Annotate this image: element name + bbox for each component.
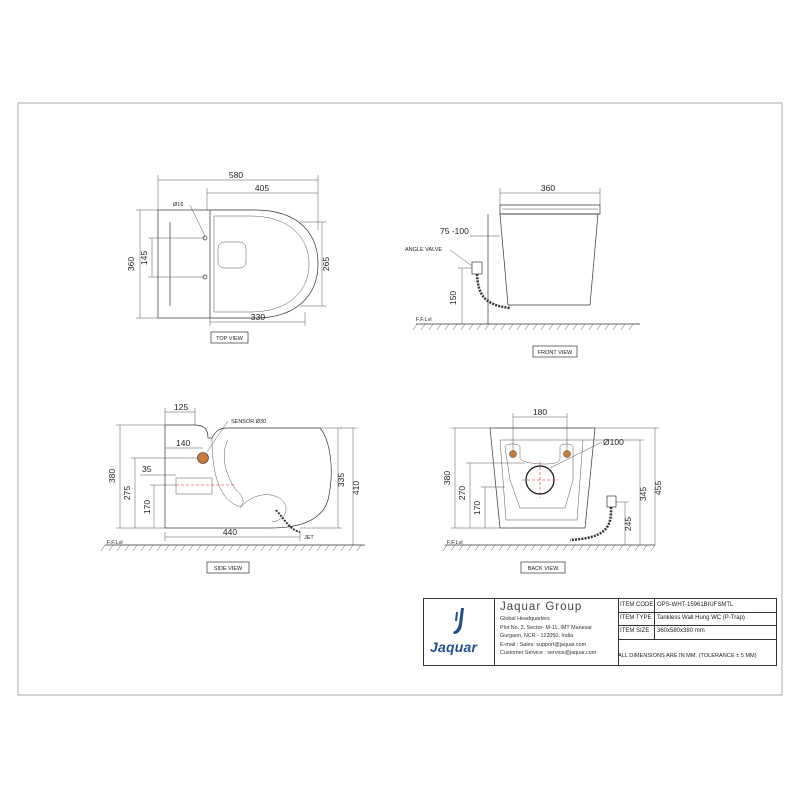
top-view-seat <box>213 215 310 313</box>
dim-front-inlet-offset: 75 -100 <box>440 226 469 236</box>
item-code-row: ITEM CODE OPS-WHT-15961BIUFSMTL <box>618 599 776 613</box>
dim-back-outlet-dia: Ø100 <box>603 437 624 447</box>
item-type-key: ITEM TYPE <box>620 615 652 621</box>
top-view-bowl-outline <box>210 209 319 319</box>
angle-valve <box>471 261 483 275</box>
dim-top-bottom-length: 330 <box>251 312 265 322</box>
item-code-value: OPS-WHT-15961BIUFSMTL <box>657 602 734 608</box>
dim-top-fixing-spacing: 145 <box>139 251 149 265</box>
dim-front-width: 360 <box>541 183 555 193</box>
dim-back-bolt-spacing: 180 <box>533 407 547 417</box>
logo: Jaquar <box>424 599 495 665</box>
sensor-label: SENSOR Ø30 <box>231 419 266 425</box>
address-line: Global Headquarters <box>500 616 550 622</box>
back-view-body <box>489 427 596 529</box>
back-view-caption: BACK VIEW <box>528 566 559 572</box>
side-view: 125 140 SENSOR Ø30 380 275 35 170 335 41… <box>100 402 365 574</box>
address-line: Customer Service : service@jaquar.com <box>500 650 597 656</box>
jaquar-logo-icon <box>453 608 464 634</box>
bolt-hole-icon <box>509 450 517 458</box>
back-view: 180 Ø100 380 270 170 245 345 455 F.F.Lvl… <box>442 407 663 574</box>
dim-back-outlet-bottom: 170 <box>472 501 482 515</box>
top-view-caption-box <box>210 331 249 344</box>
side-view-hose <box>275 509 301 533</box>
front-view: 360 75 -100 ANGLE VALVE 150 F.F.Lvl FRON… <box>405 183 640 358</box>
tolerance-note: ALL DIMENSIONS ARE IN MM. (TOLERANCE ± 5… <box>618 653 757 659</box>
side-view-bowl <box>211 437 244 507</box>
side-view-caption: SIDE VIEW <box>214 566 243 572</box>
dim-back-rim-height: 455 <box>653 481 663 495</box>
item-type-row: ITEM TYPE Tankless Wall Hung WC (P-Trap) <box>618 612 776 626</box>
item-size-key: ITEM SIZE <box>620 628 650 634</box>
sensor-icon <box>197 452 209 464</box>
side-view-outlet <box>175 477 213 495</box>
dim-back-height: 380 <box>442 471 452 485</box>
company-info: Jaquar Group Global Headquarters Plot No… <box>498 599 619 665</box>
item-size-value: 360x580x380 mm <box>657 628 705 634</box>
dim-side-rim-height: 410 <box>351 481 361 495</box>
side-view-floor-label: F.F.Lvl <box>107 540 123 546</box>
dim-back-outlet-center: 270 <box>457 486 467 500</box>
address-line: E-mail : Sales: support@jaquar.com <box>500 642 587 648</box>
dim-side-projection: 440 <box>223 527 237 537</box>
front-view-caption-box <box>532 345 578 358</box>
top-view-body-back <box>157 209 211 319</box>
item-code-key: ITEM CODE <box>620 602 654 608</box>
dim-top-overall-length: 580 <box>229 170 243 180</box>
dim-top-seat-width: 265 <box>321 257 331 271</box>
front-view-caption: FRONT VIEW <box>538 350 573 356</box>
back-view-angle-valve <box>606 495 617 508</box>
dim-side-small-offset: 35 <box>142 464 152 474</box>
front-view-body <box>499 213 599 306</box>
item-fields: ITEM CODE OPS-WHT-15961BIUFSMTL ITEM TYP… <box>618 599 776 665</box>
dim-side-sensor-offset: 140 <box>176 438 190 448</box>
top-view-bowl-opening <box>217 241 247 269</box>
front-view-seat <box>499 204 601 215</box>
company-name: Jaquar Group <box>500 601 583 613</box>
item-type-value: Tankless Wall Hung WC (P-Trap) <box>657 615 745 621</box>
dim-top-seat-length: 405 <box>255 183 269 193</box>
top-view-caption: TOP VIEW <box>216 336 244 342</box>
back-view-recess <box>499 439 584 521</box>
item-size-row: ITEM SIZE 360x580x380 mm <box>618 625 776 640</box>
dim-back-body-height: 345 <box>638 487 648 501</box>
bolt-hole-icon <box>563 450 571 458</box>
dim-side-total-height: 380 <box>107 469 117 483</box>
angle-valve-label: ANGLE VALVE <box>405 247 442 253</box>
jet-label: JET <box>304 535 314 541</box>
back-view-hose <box>569 506 613 542</box>
dim-side-bowl-height: 335 <box>336 473 346 487</box>
back-view-outline <box>504 443 574 509</box>
side-view-caption-box <box>206 561 250 574</box>
dim-front-inlet-height: 150 <box>448 291 458 305</box>
back-view-caption-box <box>520 561 566 574</box>
address-line: Gurgaon, NCR - 122050, India <box>500 633 574 639</box>
dim-side-outlet-height: 275 <box>122 486 132 500</box>
dim-side-bottom-height: 170 <box>142 500 152 514</box>
dim-top-height: 360 <box>126 257 136 271</box>
drawing-border <box>17 102 783 696</box>
title-block: Jaquar Jaquar Group Global Headquarters … <box>423 598 777 666</box>
address-line: Plot No. 3, Sector- M-11, IMT Manesar <box>500 625 593 631</box>
dim-side-top-offset: 125 <box>174 402 188 412</box>
brand-wordmark: Jaquar <box>430 639 478 655</box>
back-view-floor-label: F.F.Lvl <box>447 540 463 546</box>
dim-top-hole-dia: Ø16 <box>173 202 183 208</box>
front-view-floor-label: F.F.Lvl <box>416 317 432 323</box>
top-view: 580 405 360 145 265 330 Ø16 TOP VIEW <box>126 170 331 344</box>
front-view-hose <box>475 273 511 310</box>
side-view-trap <box>239 494 287 523</box>
dim-back-inlet-height: 245 <box>623 517 633 531</box>
